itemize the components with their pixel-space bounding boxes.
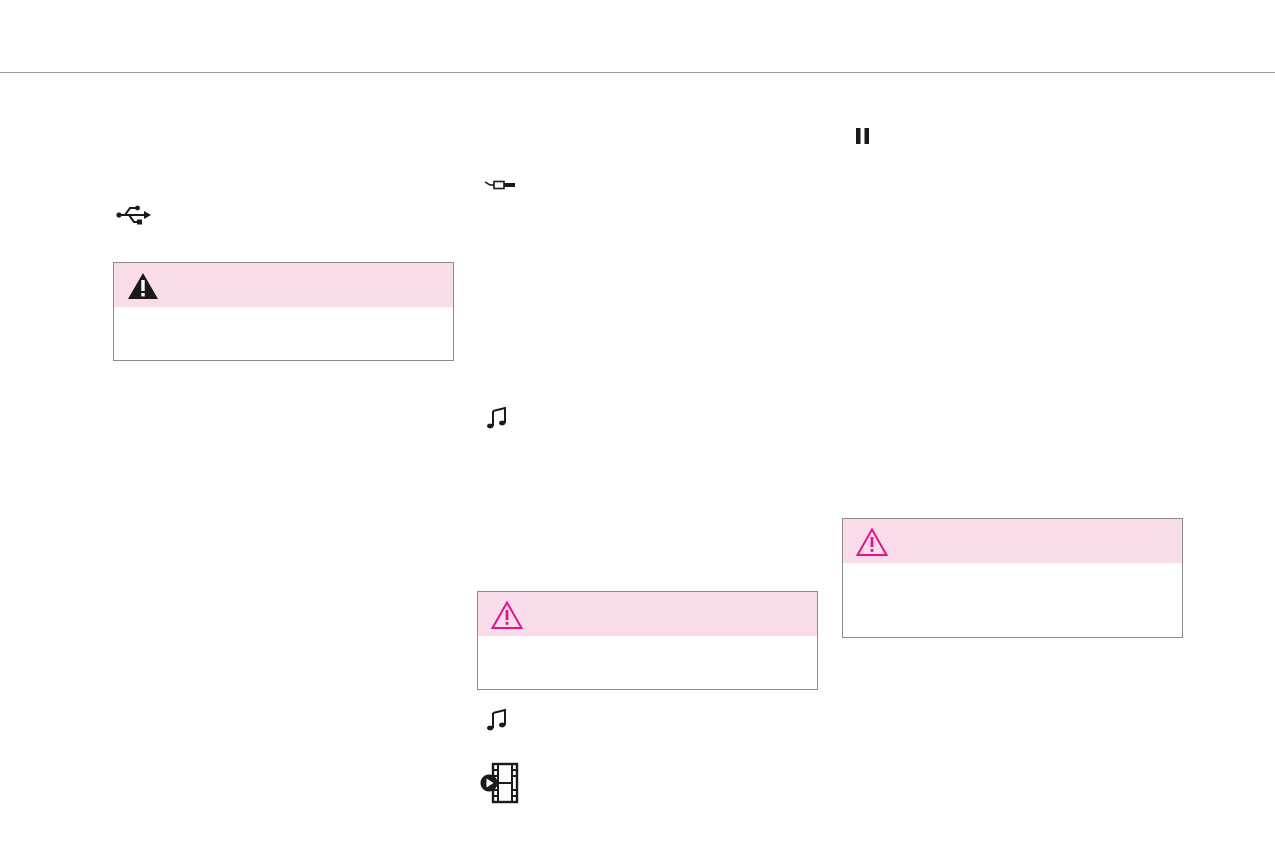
warning-triangle-solid-icon [128, 273, 158, 299]
pause-icon [856, 128, 869, 144]
header-divider [0, 72, 1275, 73]
music-note-icon [487, 708, 506, 731]
callout-body [478, 636, 817, 688]
callout-header [478, 592, 817, 636]
pause-warning-callout [842, 518, 1183, 638]
usb-icon [116, 205, 151, 225]
aux-jack-icon [484, 180, 515, 190]
video-film-icon [480, 762, 519, 804]
music-note-icon [487, 406, 506, 429]
media-warning-callout [477, 591, 818, 690]
warning-triangle-outline-icon [855, 527, 889, 556]
usb-warning-callout [113, 262, 454, 361]
callout-header [843, 519, 1182, 563]
callout-body [843, 563, 1182, 615]
callout-header [114, 263, 453, 307]
callout-body [114, 307, 453, 359]
warning-triangle-outline-icon [490, 600, 524, 629]
